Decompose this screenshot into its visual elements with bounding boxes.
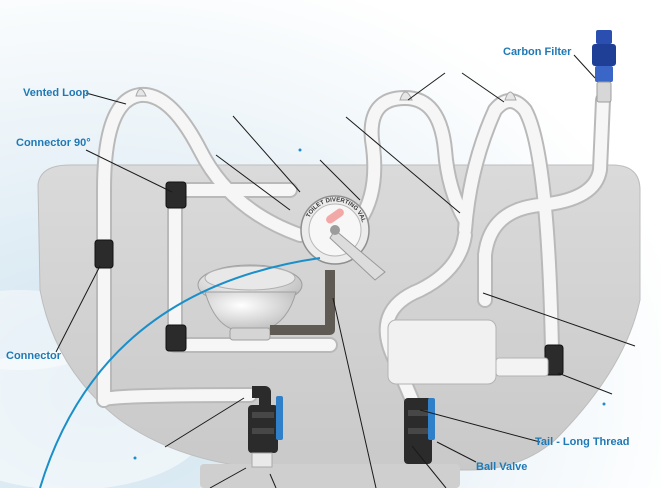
accent-curve	[39, 257, 321, 488]
toilet-discharge-pipe	[270, 270, 335, 335]
diverting-valve	[300, 195, 386, 281]
dot	[298, 148, 302, 152]
leader-lines	[55, 54, 636, 488]
carbon-filter	[592, 30, 616, 103]
holding-tank	[387, 319, 497, 385]
ball-valve-right	[404, 398, 435, 464]
tank-outlet	[495, 357, 549, 377]
vented-loop-caps	[135, 88, 517, 101]
dot	[602, 402, 606, 406]
hull-keel	[200, 464, 460, 488]
label-tail-long-thread: Tail - Long Thread	[535, 436, 630, 448]
label-carbon-filter: Carbon Filter	[503, 46, 572, 58]
ball-valve-left	[248, 386, 283, 468]
label-ball-valve: Ball Valve	[476, 461, 528, 473]
label-connector: Connector	[6, 350, 61, 362]
label-connector-90: Connector 90°	[16, 137, 91, 149]
dot	[133, 456, 137, 460]
toilet	[197, 264, 303, 341]
label-vented-loop: Vented Loop	[23, 87, 89, 99]
